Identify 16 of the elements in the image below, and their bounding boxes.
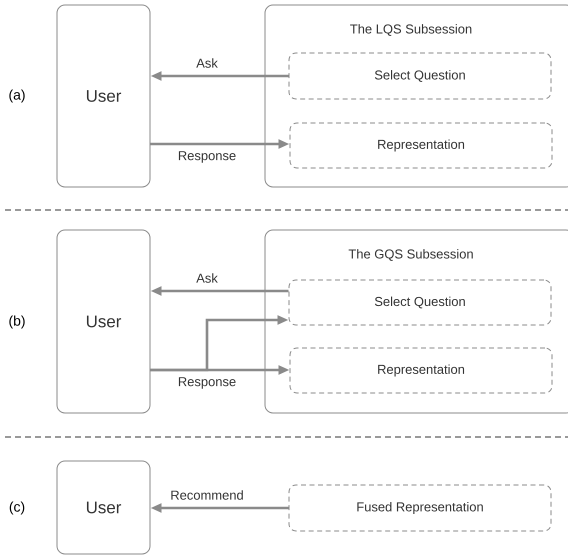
edge-label: Ask <box>195 272 219 284</box>
process-box: Select Question <box>288 52 552 100</box>
user-box: User <box>56 4 150 188</box>
user-box: User <box>56 230 150 414</box>
process-box: Select Question <box>288 280 552 326</box>
edge-label: Ask <box>195 57 219 69</box>
edge-label: Response <box>176 150 238 164</box>
panel-label: (b) <box>9 316 25 328</box>
user-box: User <box>56 460 150 554</box>
process-box: Fused Representation <box>288 484 552 532</box>
edge-label: Response <box>176 376 238 390</box>
process-box: Representation <box>290 348 552 394</box>
process-box: Representation <box>290 122 552 168</box>
edge-label: Recommend <box>169 489 245 501</box>
panel-label: (a) <box>9 90 25 102</box>
panel-label: (c) <box>10 502 24 514</box>
